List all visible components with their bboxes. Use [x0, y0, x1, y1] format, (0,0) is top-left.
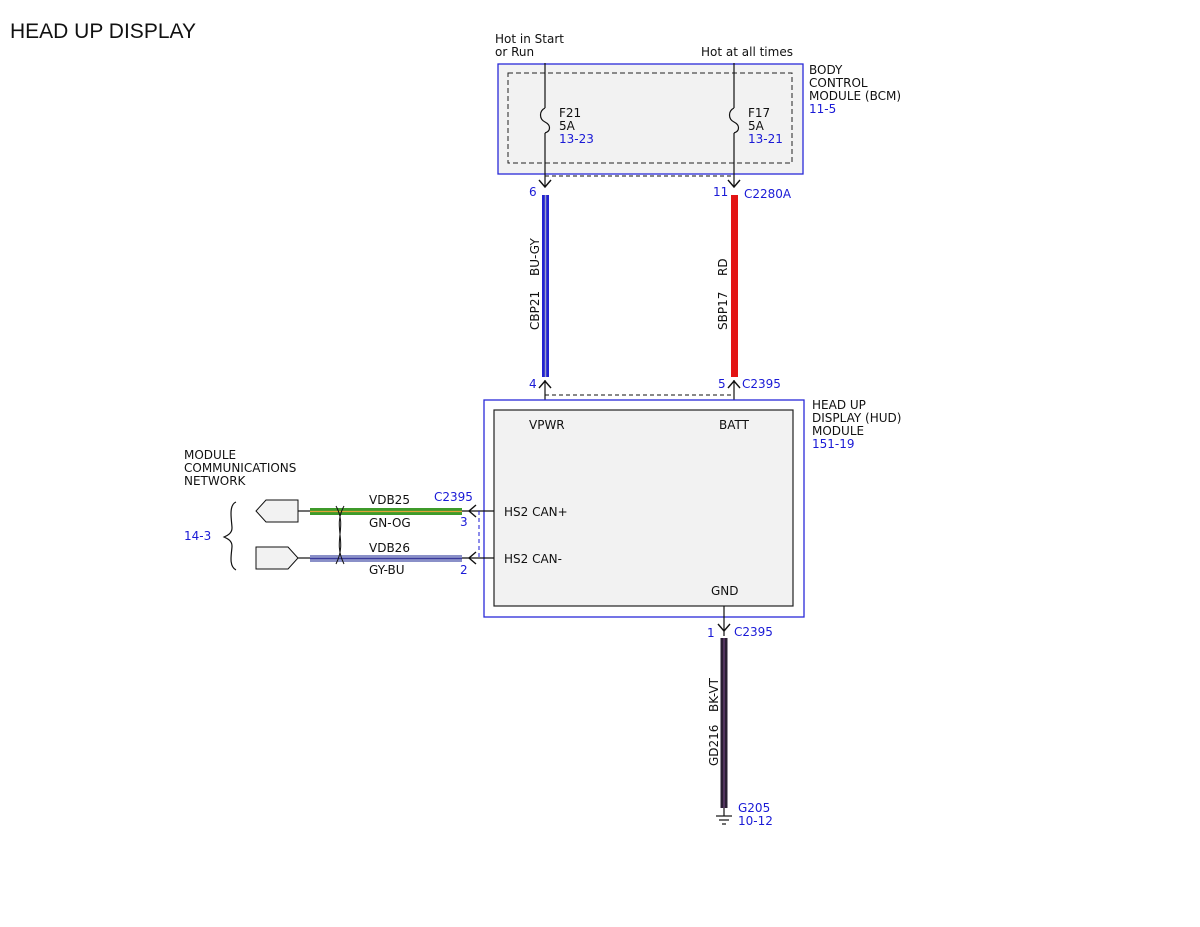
wire-gd216-circuit: GD216 — [707, 725, 721, 766]
fuse-f17-rating: 5A — [748, 119, 765, 133]
connector-c2280a-link[interactable]: C2280A — [744, 187, 792, 201]
network-label-3: NETWORK — [184, 474, 247, 488]
bcm-label-3: MODULE (BCM) — [809, 89, 901, 103]
hud-pin-batt-label: BATT — [719, 418, 750, 432]
hud-pin-can-low-label: HS2 CAN- — [504, 552, 562, 566]
bcm-box[interactable] — [497, 63, 804, 175]
fuse-f21-name: F21 — [559, 106, 581, 120]
network-label-1: MODULE — [184, 448, 236, 462]
power-label-start-run-1: Hot in Start — [495, 32, 564, 46]
bcm-fuse-panel-outline — [507, 72, 793, 164]
pin-3-label: 3 — [460, 515, 468, 529]
fuse-f17 — [728, 63, 740, 186]
network-connector-can-high-icon[interactable] — [255, 499, 299, 523]
hud-module-inner — [493, 409, 794, 607]
pin-6-symbol — [538, 179, 552, 189]
wire-sbp17-color: RD — [716, 258, 730, 276]
wire-vdb25-circuit: VDB25 — [369, 493, 410, 507]
fuse-f17-name: F17 — [748, 106, 770, 120]
hud-label-2: DISPLAY (HUD) — [812, 411, 901, 425]
wire-vdb26-circuit: VDB26 — [369, 541, 410, 555]
hud-pin-gnd-label: GND — [711, 584, 739, 598]
wire-cbp21[interactable] — [542, 195, 549, 377]
connector-c2395-top-link[interactable]: C2395 — [742, 377, 781, 391]
bcm-label-2: CONTROL — [809, 76, 868, 90]
connector-c2395-gnd-link[interactable]: C2395 — [734, 625, 773, 639]
ground-symbol-icon — [716, 808, 732, 825]
wire-cbp21-color: BU-GY — [528, 238, 542, 276]
hud-ref-link[interactable]: 151-19 — [812, 437, 855, 451]
wire-sbp17[interactable] — [731, 195, 738, 377]
pin-11-symbol — [727, 179, 741, 189]
page-title: HEAD UP DISPLAY — [10, 20, 196, 43]
pin-11-label: 11 — [713, 185, 728, 199]
pin-2-label: 2 — [460, 563, 468, 577]
pin-3-symbol — [467, 504, 477, 518]
pin-1-symbol — [717, 623, 731, 633]
ground-ref-link[interactable]: 10-12 — [738, 814, 773, 828]
hud-pin-can-high-label: HS2 CAN+ — [504, 505, 568, 519]
hud-label-3: MODULE — [812, 424, 864, 438]
fuse-f21-rating: 5A — [559, 119, 576, 133]
hud-label-1: HEAD UP — [812, 398, 866, 412]
connector-c2395-can-link[interactable]: C2395 — [434, 490, 473, 504]
fuse-f21-ref-link[interactable]: 13-23 — [559, 132, 594, 146]
fuse-f21 — [539, 63, 551, 186]
ground-g205-link[interactable]: G205 — [738, 801, 770, 815]
power-label-start-run-2: or Run — [495, 45, 534, 59]
power-label-all-times: Hot at all times — [701, 45, 793, 59]
wire-vdb25-color: GN-OG — [369, 516, 411, 530]
wire-vdb25[interactable] — [310, 508, 462, 515]
pin-4-label: 4 — [529, 377, 537, 391]
hud-pin-vpwr-label: VPWR — [529, 418, 565, 432]
wire-sbp17-circuit: SBP17 — [716, 292, 730, 330]
pin-2-symbol — [467, 551, 477, 565]
fuse-f17-ref-link[interactable]: 13-21 — [748, 132, 783, 146]
twisted-pair-symbol — [335, 505, 345, 565]
bcm-ref-link[interactable]: 11-5 — [809, 102, 836, 116]
wire-gd216[interactable] — [720, 638, 728, 808]
pin-1-label: 1 — [707, 626, 715, 640]
network-label-2: COMMUNICATIONS — [184, 461, 296, 475]
network-connector-can-low-icon[interactable] — [255, 546, 299, 570]
wire-gd216-color: BK-VT — [707, 677, 721, 712]
wire-vdb26[interactable] — [310, 555, 462, 562]
bcm-label-1: BODY — [809, 63, 843, 77]
network-ref-link[interactable]: 14-3 — [184, 529, 211, 543]
pin-5-label: 5 — [718, 377, 726, 391]
wire-vdb26-color: GY-BU — [369, 563, 405, 577]
network-brace — [222, 501, 237, 571]
pin-6-label: 6 — [529, 185, 537, 199]
wire-cbp21-circuit: CBP21 — [528, 291, 542, 330]
